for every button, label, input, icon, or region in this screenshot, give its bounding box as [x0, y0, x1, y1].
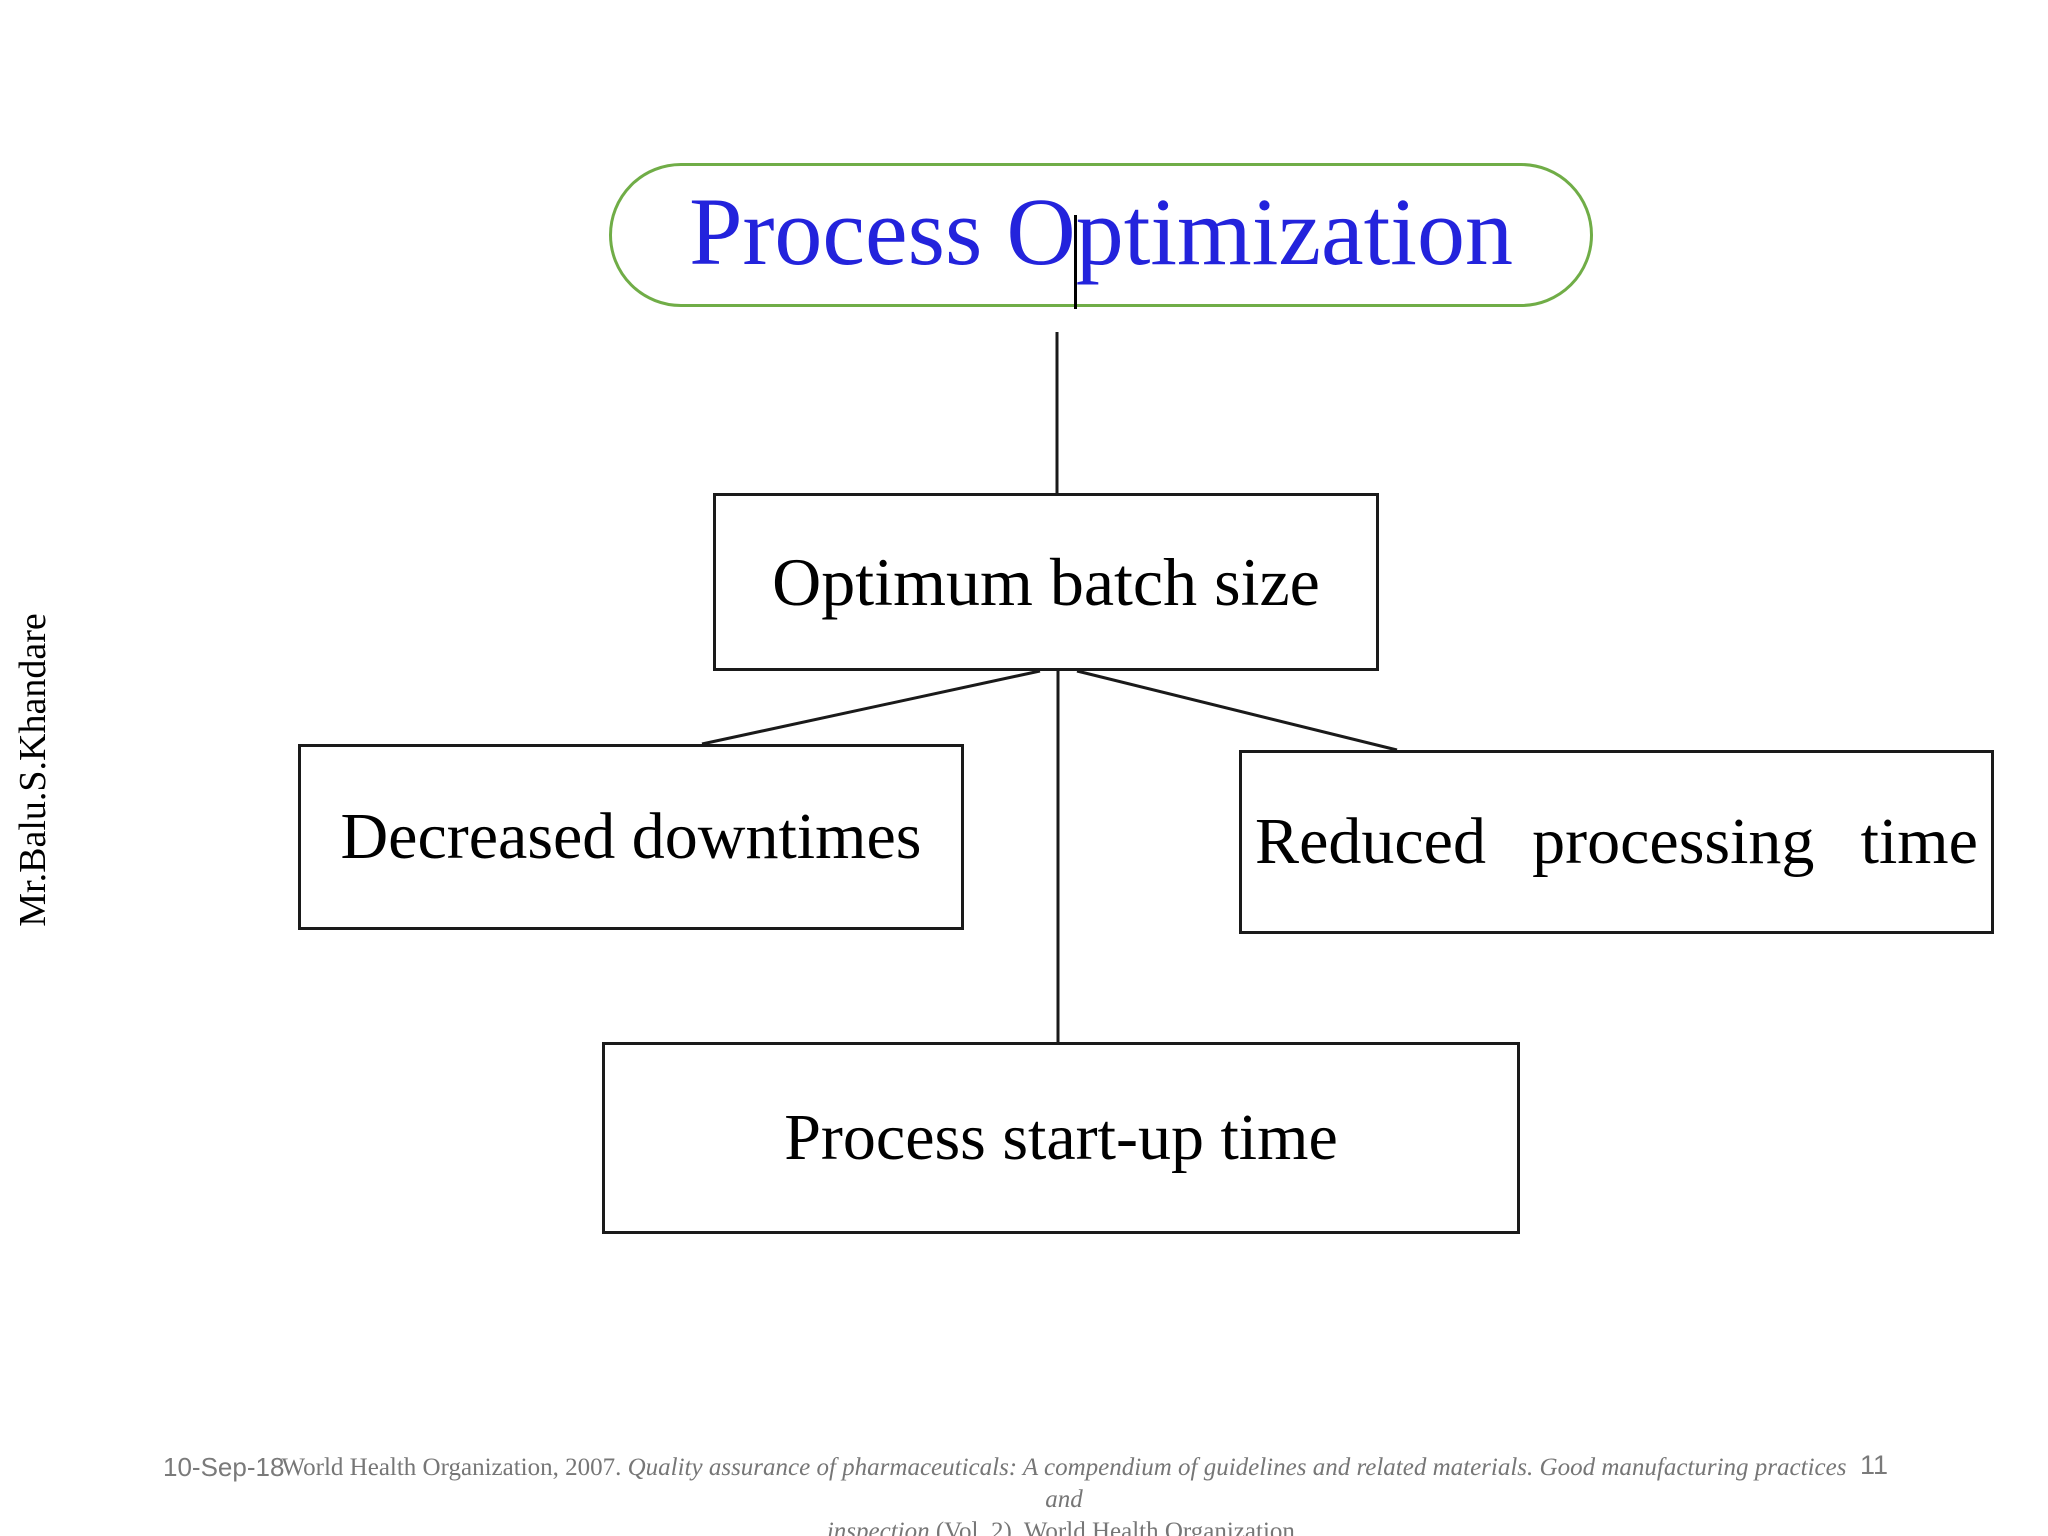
connector-root-to-left [701, 669, 1041, 746]
citation-line-2: inspection (Vol. 2). World Health Organi… [274, 1516, 1854, 1536]
node-root-label: Optimum batch size [772, 543, 1320, 620]
connector-root-to-right [1076, 669, 1398, 752]
citation-line-1: World Health Organization, 2007. Quality… [274, 1452, 1854, 1516]
text-cursor-caret [1074, 215, 1077, 309]
node-optimum-batch-size[interactable]: Optimum batch size [713, 493, 1379, 671]
footer-date: 10-Sep-18 [163, 1452, 285, 1482]
citation-line1-italic: Quality assurance of pharmaceuticals: A … [627, 1454, 1847, 1513]
title-shape[interactable]: Process Optimization [609, 163, 1593, 307]
footer-citation: World Health Organization, 2007. Quality… [274, 1452, 1854, 1536]
node-bottom-label: Process start-up time [784, 1101, 1338, 1174]
node-right-label: Reduced processing time [1255, 805, 1978, 878]
node-reduced-processing-time[interactable]: Reduced processing time [1239, 750, 1994, 934]
node-left-label: Decreased downtimes [340, 800, 922, 873]
node-decreased-downtimes[interactable]: Decreased downtimes [298, 744, 964, 930]
citation-line2-roman: (Vol. 2). World Health Organization. [929, 1518, 1302, 1536]
citation-line1-roman: World Health Organization, 2007. [281, 1454, 628, 1481]
slide-page-number: 11 [1860, 1450, 1889, 1480]
slide-title: Process Optimization [689, 178, 1513, 285]
citation-line2-italic: inspection [826, 1518, 930, 1536]
node-process-startup-time[interactable]: Process start-up time [602, 1042, 1520, 1234]
author-side-text: Mr.Balu.S.Khandare [12, 613, 54, 927]
